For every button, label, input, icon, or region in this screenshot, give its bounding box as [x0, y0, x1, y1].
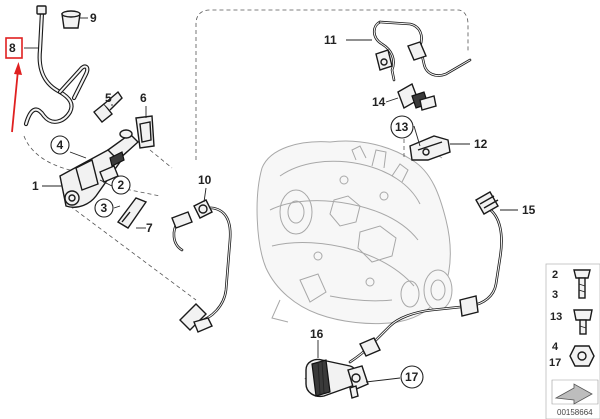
callout-2-circle: [111, 175, 131, 195]
callout-15: 15: [522, 203, 536, 217]
callout-6: 6: [140, 91, 147, 105]
callout-8: 8: [9, 41, 16, 55]
callout-12: 12: [474, 137, 488, 151]
callout-leader-lines: [24, 39, 518, 383]
callout-7: 7: [146, 221, 153, 235]
callout-13-circle: [390, 115, 414, 139]
callout-13: 13: [395, 120, 409, 134]
callout-5: 5: [105, 91, 112, 105]
clutch-pressure-pipe-lower[interactable]: [348, 191, 503, 364]
gearbox-housing: [256, 140, 453, 325]
legend-label-4: 4: [552, 341, 559, 353]
bracket-part-7[interactable]: [116, 197, 148, 229]
legend-label-3: 3: [552, 289, 558, 301]
callout-2: 2: [118, 178, 125, 192]
legend-label-13: 13: [550, 311, 562, 323]
callout-4: 4: [57, 138, 64, 152]
clutch-slave-cylinder[interactable]: [305, 358, 369, 399]
callout-4-circle: [50, 135, 70, 155]
callout-10: 10: [198, 173, 212, 187]
legend-nut-icon: [569, 345, 595, 367]
small-parts-legend: 2 3 13 4 17: [545, 263, 600, 419]
pipe-connector-part-14[interactable]: [397, 82, 437, 111]
callout-17-circle: [400, 365, 424, 389]
callout-16: 16: [310, 327, 324, 341]
reservoir-hose[interactable]: [23, 5, 90, 127]
highlight-box-part-8: [5, 37, 23, 59]
callout-14: 14: [372, 95, 386, 109]
pipe-bracket-part-12[interactable]: [409, 135, 451, 161]
callout-3-circle: [94, 198, 114, 218]
clutch-master-cylinder[interactable]: [59, 129, 140, 208]
callout-11: 11: [324, 33, 337, 47]
reference-number: 00158664: [557, 408, 593, 417]
legend-label-2: 2: [552, 269, 558, 281]
callout-1: 1: [32, 179, 39, 193]
legend-label-17: 17: [549, 357, 561, 369]
reservoir-cap[interactable]: [61, 10, 88, 29]
legend-bolt-icon: [573, 269, 591, 299]
clutch-pipe-part-11[interactable]: [372, 20, 472, 82]
legend-arrow-icon: [551, 379, 599, 405]
clutch-pressure-pipe-upper[interactable]: [171, 199, 232, 333]
callout-labels: 8 9 5 6 4 1 2 3 7 10 11 14 13 12 15 16 1…: [5, 11, 536, 389]
callout-17: 17: [405, 370, 419, 384]
legend-screw-icon: [573, 309, 593, 335]
callout-9: 9: [90, 11, 97, 25]
bolt-part-5[interactable]: [93, 90, 123, 123]
bracket-clip-part-6[interactable]: [135, 115, 155, 149]
red-arrow: [11, 62, 22, 133]
callout-3: 3: [101, 201, 108, 215]
